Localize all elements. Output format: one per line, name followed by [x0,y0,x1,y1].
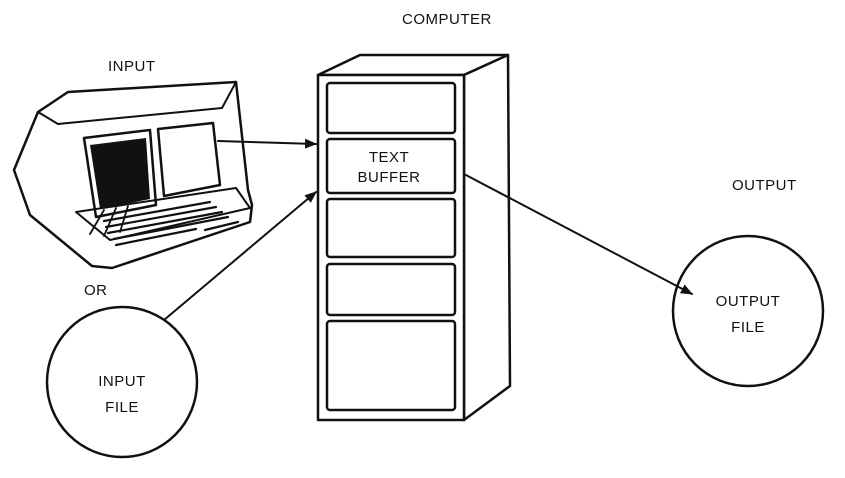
output-file-label-line2: FILE [731,319,765,336]
input-file-to-buffer-arrow [163,191,317,321]
computer-cabinet-icon [316,53,512,422]
input-label: INPUT [108,58,156,75]
input-file-label-line2: FILE [105,399,139,416]
text-buffer-label-line2: BUFFER [358,169,421,186]
buffer-to-output-file-arrow [463,173,693,295]
text-buffer-drawer [325,137,457,195]
computer-label: COMPUTER [402,11,492,28]
computer-terminal-icon [12,80,254,270]
input-file-circle [45,305,199,459]
text-buffer-label-line1: TEXT [369,149,409,166]
output-label: OUTPUT [732,177,797,194]
output-file-circle [671,234,825,388]
terminal-to-buffer-arrow [217,138,317,149]
output-file-label-line1: OUTPUT [716,293,781,310]
or-label: OR [84,282,108,299]
input-file-label-line1: INPUT [98,373,146,390]
